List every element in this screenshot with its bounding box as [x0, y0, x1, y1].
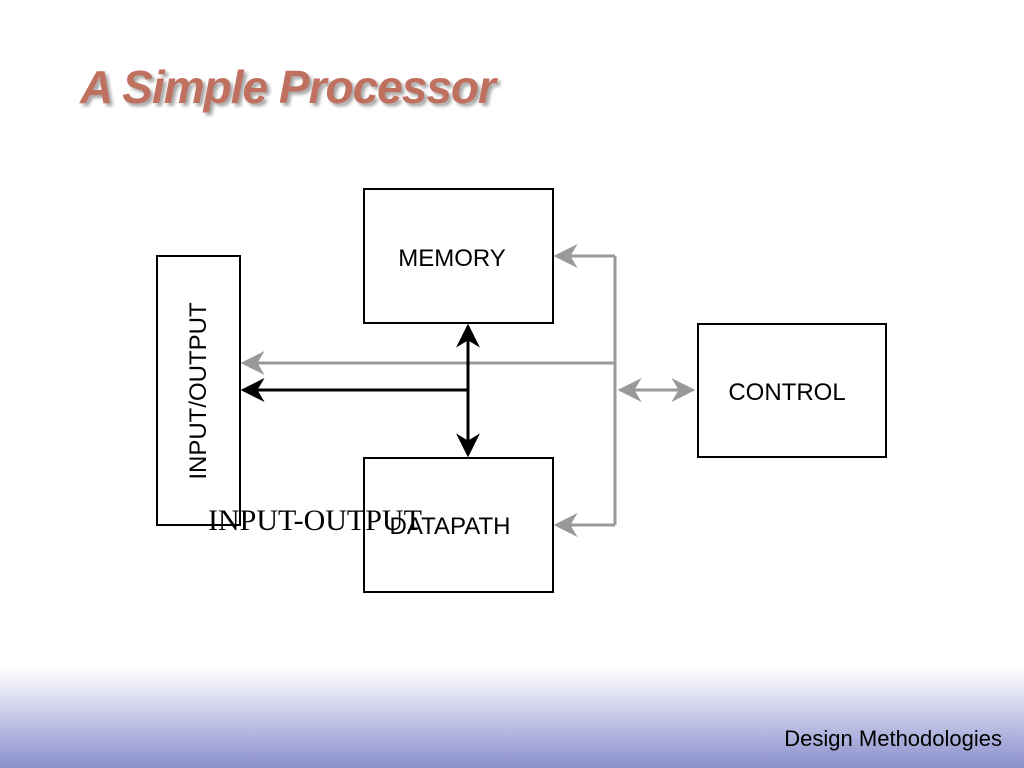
footer-text: Design Methodologies	[784, 726, 1002, 751]
memory-block	[363, 188, 554, 324]
footer-band: Design Methodologies	[0, 668, 1024, 768]
input-output-overlay-label: INPUT-OUTPUT	[208, 504, 422, 537]
io-block	[156, 255, 241, 526]
control-label: CONTROL	[728, 379, 845, 406]
datapath-label: DATAPATH	[390, 513, 511, 540]
control-block	[697, 323, 887, 458]
memory-label: MEMORY	[398, 245, 506, 272]
data-bus-lines	[240, 323, 480, 458]
io-label: INPUT/OUTPUT	[185, 302, 212, 480]
datapath-block	[363, 457, 554, 593]
control-signal-lines	[240, 244, 696, 537]
slide-title: A Simple Processor	[80, 61, 496, 113]
